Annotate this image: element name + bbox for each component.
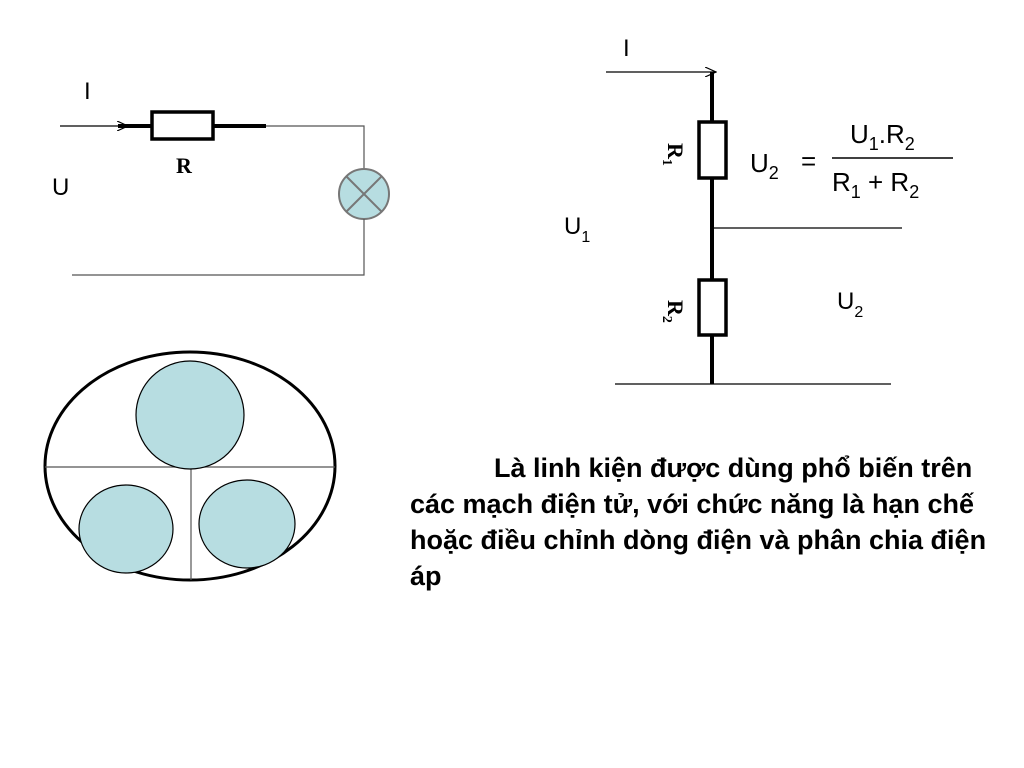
- resistor-r2: [697, 278, 728, 337]
- divider-formula: U2 = U1.R2 R1 + R2: [750, 119, 953, 202]
- u2-label: U2: [837, 288, 863, 321]
- lamp-icon: [338, 168, 390, 220]
- bottom-left-circle: [78, 484, 174, 574]
- r1-label: R1: [659, 143, 688, 166]
- voltage-divider: I R1 R2 U1 U2: [564, 35, 902, 385]
- r2-label: R2: [659, 300, 688, 323]
- formula-numerator: U1.R2: [850, 119, 915, 154]
- description-text: Là linh kiện được dùng phổ biến trên các…: [410, 453, 987, 591]
- formula-equals: =: [801, 146, 816, 176]
- resistor-symbol-figure: [43, 350, 337, 582]
- bottom-right-circle: [198, 479, 296, 569]
- u1-label: U1: [564, 213, 590, 246]
- wire-top-right: [266, 125, 365, 169]
- resistor-label: R: [176, 153, 193, 178]
- svg-text:R1: R1: [659, 143, 688, 166]
- formula-lhs: U2: [750, 148, 779, 183]
- resistor-r: [150, 110, 215, 141]
- current-label-2: I: [623, 35, 630, 62]
- voltage-label: U: [52, 174, 69, 201]
- top-circle: [135, 360, 245, 470]
- resistor-r1: [697, 120, 728, 180]
- current-label-1: I: [84, 78, 91, 105]
- wire-return: [72, 219, 365, 276]
- series-circuit: I U R: [52, 78, 390, 276]
- formula-denominator: R1 + R2: [832, 167, 919, 202]
- svg-text:R2: R2: [659, 300, 688, 323]
